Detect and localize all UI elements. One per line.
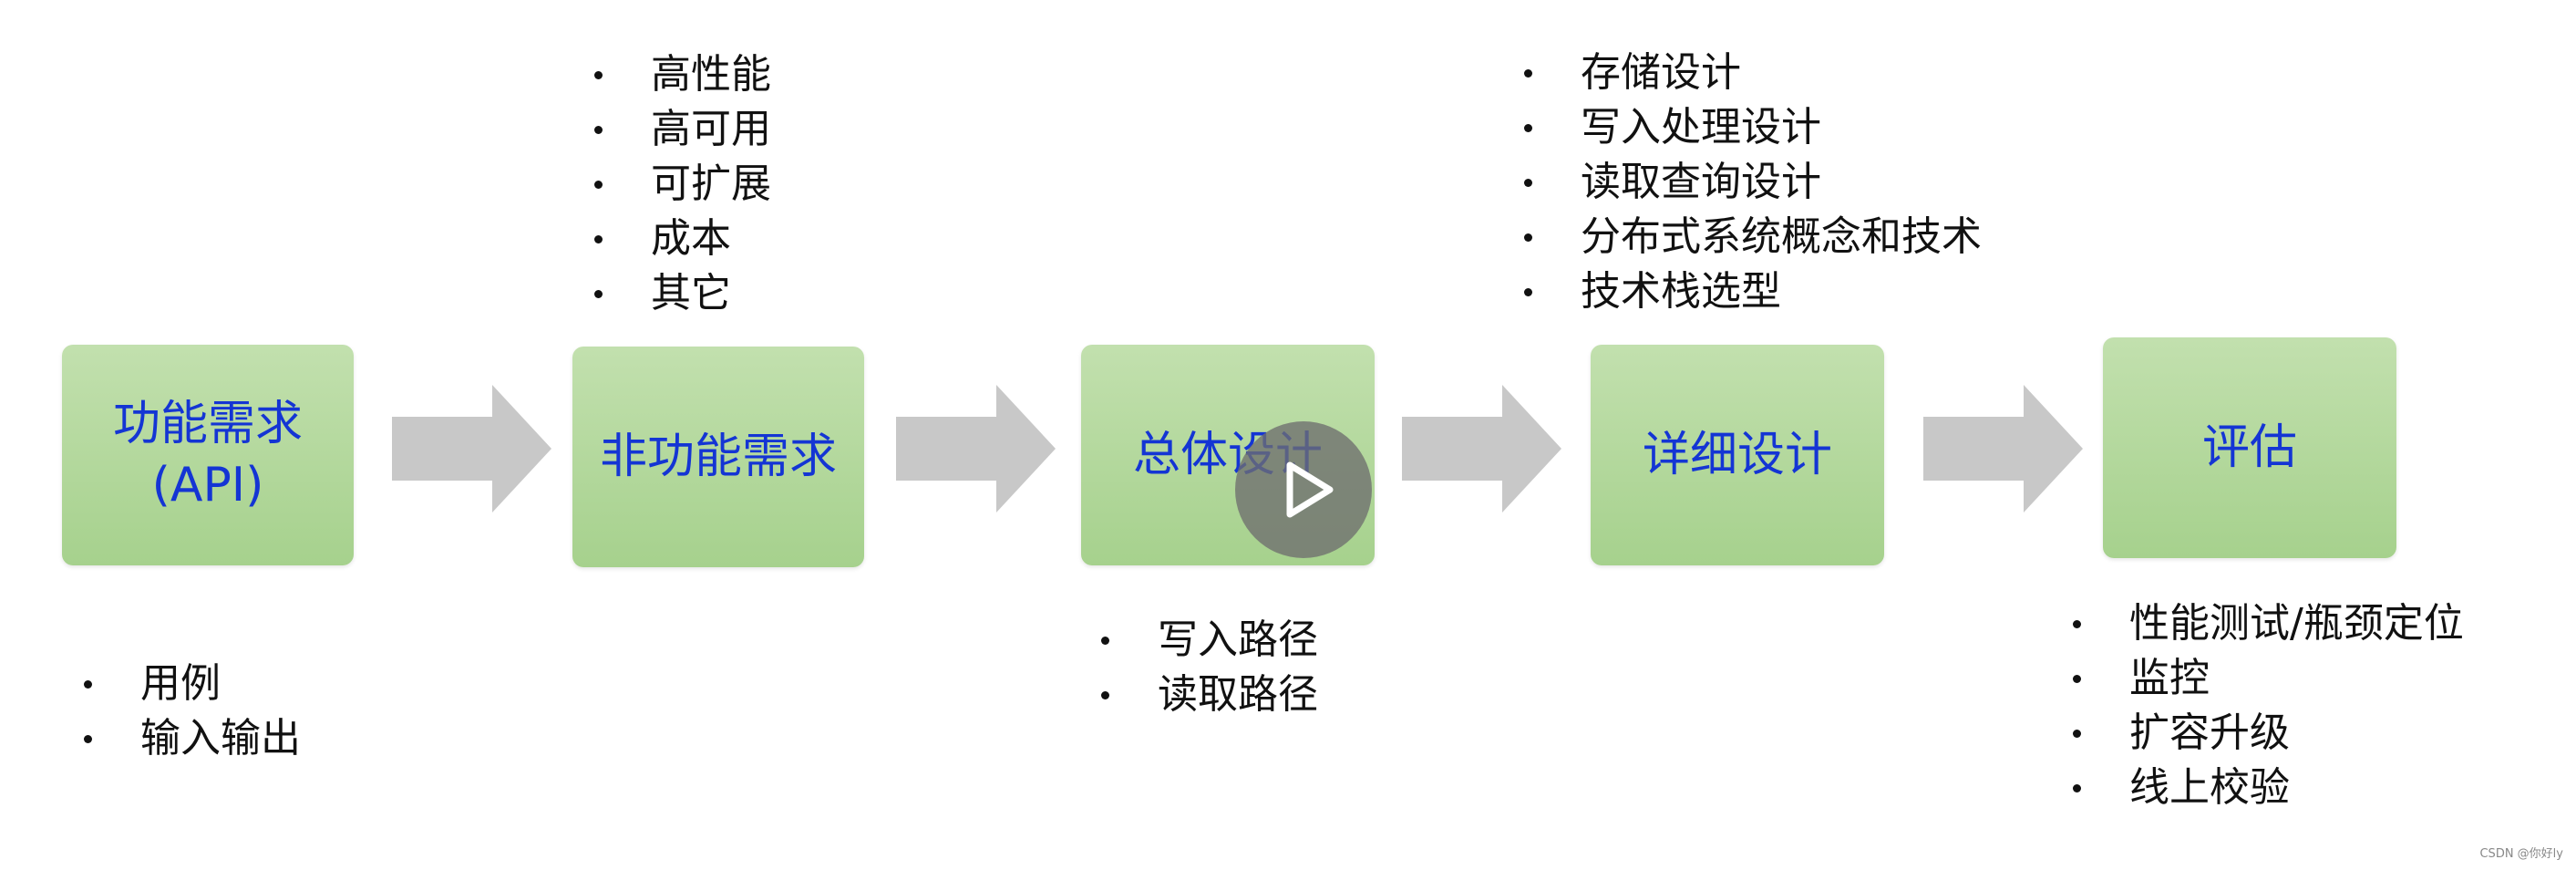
note-item: 监控 (2064, 651, 2464, 706)
note-item: 存储设计 (1515, 46, 1982, 100)
step-title-line: 详细设计 (1642, 427, 1832, 482)
note-item: 高可用 (585, 102, 771, 157)
play-icon (1286, 461, 1334, 518)
note-item: 其它 (585, 266, 771, 321)
video-play-button[interactable] (1235, 421, 1372, 558)
watermark: CSDN @你好ly (2479, 847, 2563, 861)
step-box-functional-requirements: 功能需求 (API) (62, 345, 354, 565)
flow-arrow-icon (1402, 385, 1561, 513)
step-box-non-functional-requirements: 非功能需求 (572, 347, 864, 567)
note-item: 高性能 (585, 47, 771, 102)
flow-arrow-icon (392, 385, 551, 513)
step-title-line: (API) (151, 458, 264, 513)
note-item: 输入输出 (75, 711, 301, 766)
step-notes-functional-requirements: 用例 输入输出 (75, 657, 301, 766)
note-item: 写入路径 (1092, 613, 1318, 668)
step-notes-non-functional-requirements: 高性能 高可用 可扩展 成本 其它 (585, 47, 771, 321)
note-item: 线上校验 (2064, 761, 2464, 815)
step-notes-detailed-design: 存储设计 写入处理设计 读取查询设计 分布式系统概念和技术 技术栈选型 (1515, 46, 1982, 319)
note-item: 分布式系统概念和技术 (1515, 210, 1982, 264)
step-title-line: 非功能需求 (599, 429, 837, 484)
flow-arrow-icon (896, 385, 1056, 513)
note-item: 用例 (75, 657, 301, 711)
note-item: 写入处理设计 (1515, 100, 1982, 155)
step-notes-evaluation: 性能测试/瓶颈定位 监控 扩容升级 线上校验 (2064, 596, 2464, 815)
note-item: 技术栈选型 (1515, 264, 1982, 319)
step-box-evaluation: 评估 (2103, 337, 2396, 558)
flow-arrow-icon (1923, 385, 2083, 513)
note-item: 扩容升级 (2064, 706, 2464, 761)
note-item: 读取查询设计 (1515, 155, 1982, 210)
step-title-line: 评估 (2201, 419, 2297, 475)
step-box-detailed-design: 详细设计 (1591, 345, 1884, 565)
note-item: 读取路径 (1092, 668, 1318, 722)
note-item: 可扩展 (585, 157, 771, 212)
step-title-line: 功能需求 (112, 397, 303, 452)
step-notes-overall-design: 写入路径 读取路径 (1092, 613, 1318, 722)
note-item: 性能测试/瓶颈定位 (2064, 596, 2464, 651)
note-item: 成本 (585, 212, 771, 266)
